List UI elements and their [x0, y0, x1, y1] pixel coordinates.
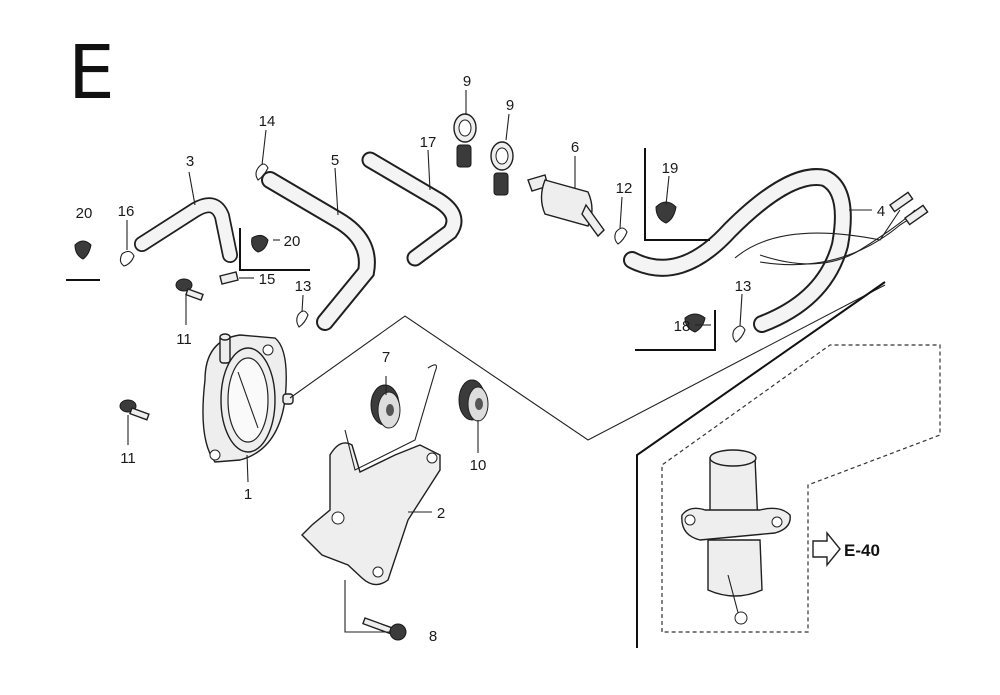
- arrow-right-icon: [812, 531, 841, 567]
- callout-17: 17: [420, 134, 437, 151]
- grommet-icon: [458, 379, 489, 422]
- callout-5: 5: [331, 152, 339, 169]
- inset-dashed-border: [661, 344, 941, 633]
- hose-17-icon: [361, 151, 463, 267]
- bolt-icon: [119, 399, 150, 421]
- callout-20a: 20: [76, 205, 93, 222]
- hose-4-icon: [623, 168, 852, 333]
- callout-7: 7: [382, 349, 390, 366]
- callout-11a: 11: [176, 331, 192, 348]
- electric-pump-icon: [681, 191, 929, 625]
- callout-6: 6: [571, 139, 579, 156]
- outline-line: [289, 284, 886, 441]
- clip-13-icon: [296, 310, 309, 328]
- hose-clamp-icon: [453, 113, 477, 168]
- callout-4: 4: [877, 203, 885, 220]
- hose-clamp-20-left-icon: [74, 240, 92, 260]
- clip-15-icon: [219, 271, 239, 285]
- mounting-bracket-icon: [301, 364, 441, 586]
- callout-14: 14: [259, 113, 276, 130]
- box-line: [239, 228, 310, 271]
- callout-2: 2: [437, 505, 445, 522]
- callout-10: 10: [470, 457, 487, 474]
- section-letter: E: [68, 30, 115, 116]
- leader-lines: [126, 90, 872, 513]
- bolt-icon: [175, 278, 204, 302]
- callout-18: 18: [674, 318, 691, 335]
- leader-line: [344, 580, 390, 633]
- clip-16-icon: [119, 250, 135, 267]
- clip-14-icon: [255, 163, 269, 181]
- inset-frame: [636, 281, 886, 648]
- hose-clamp-20-right-icon: [251, 234, 269, 253]
- box-line: [635, 310, 716, 351]
- callout-16: 16: [118, 203, 135, 220]
- callout-13b: 13: [735, 278, 752, 295]
- fuel-filter-icon: [527, 174, 605, 238]
- reference-label: E-40: [844, 541, 880, 560]
- callout-11b: 11: [120, 450, 136, 467]
- callout-19: 19: [662, 160, 679, 177]
- callout-12: 12: [616, 180, 633, 197]
- callout-1: 1: [244, 486, 252, 503]
- callout-20b: 20: [284, 233, 301, 250]
- hose-3-icon: [134, 197, 238, 263]
- hose-clamp-icon: [490, 141, 514, 196]
- box-line: [644, 148, 710, 241]
- callout-13a: 13: [295, 278, 312, 295]
- hose-clamp-19-icon: [655, 201, 677, 224]
- callout-3: 3: [186, 153, 194, 170]
- callout-9a: 9: [463, 73, 471, 90]
- clip-13b-icon: [732, 325, 746, 343]
- bolt-icon: [362, 617, 407, 641]
- hose-clamp-18-icon: [684, 313, 706, 333]
- callout-8: 8: [429, 628, 437, 645]
- callout-15: 15: [259, 271, 276, 288]
- fuel-pump-icon: [202, 333, 294, 463]
- clip-12-icon: [614, 227, 628, 245]
- callout-9b: 9: [506, 97, 514, 114]
- grommet-icon: [370, 384, 401, 429]
- hose-5-icon: [261, 171, 376, 331]
